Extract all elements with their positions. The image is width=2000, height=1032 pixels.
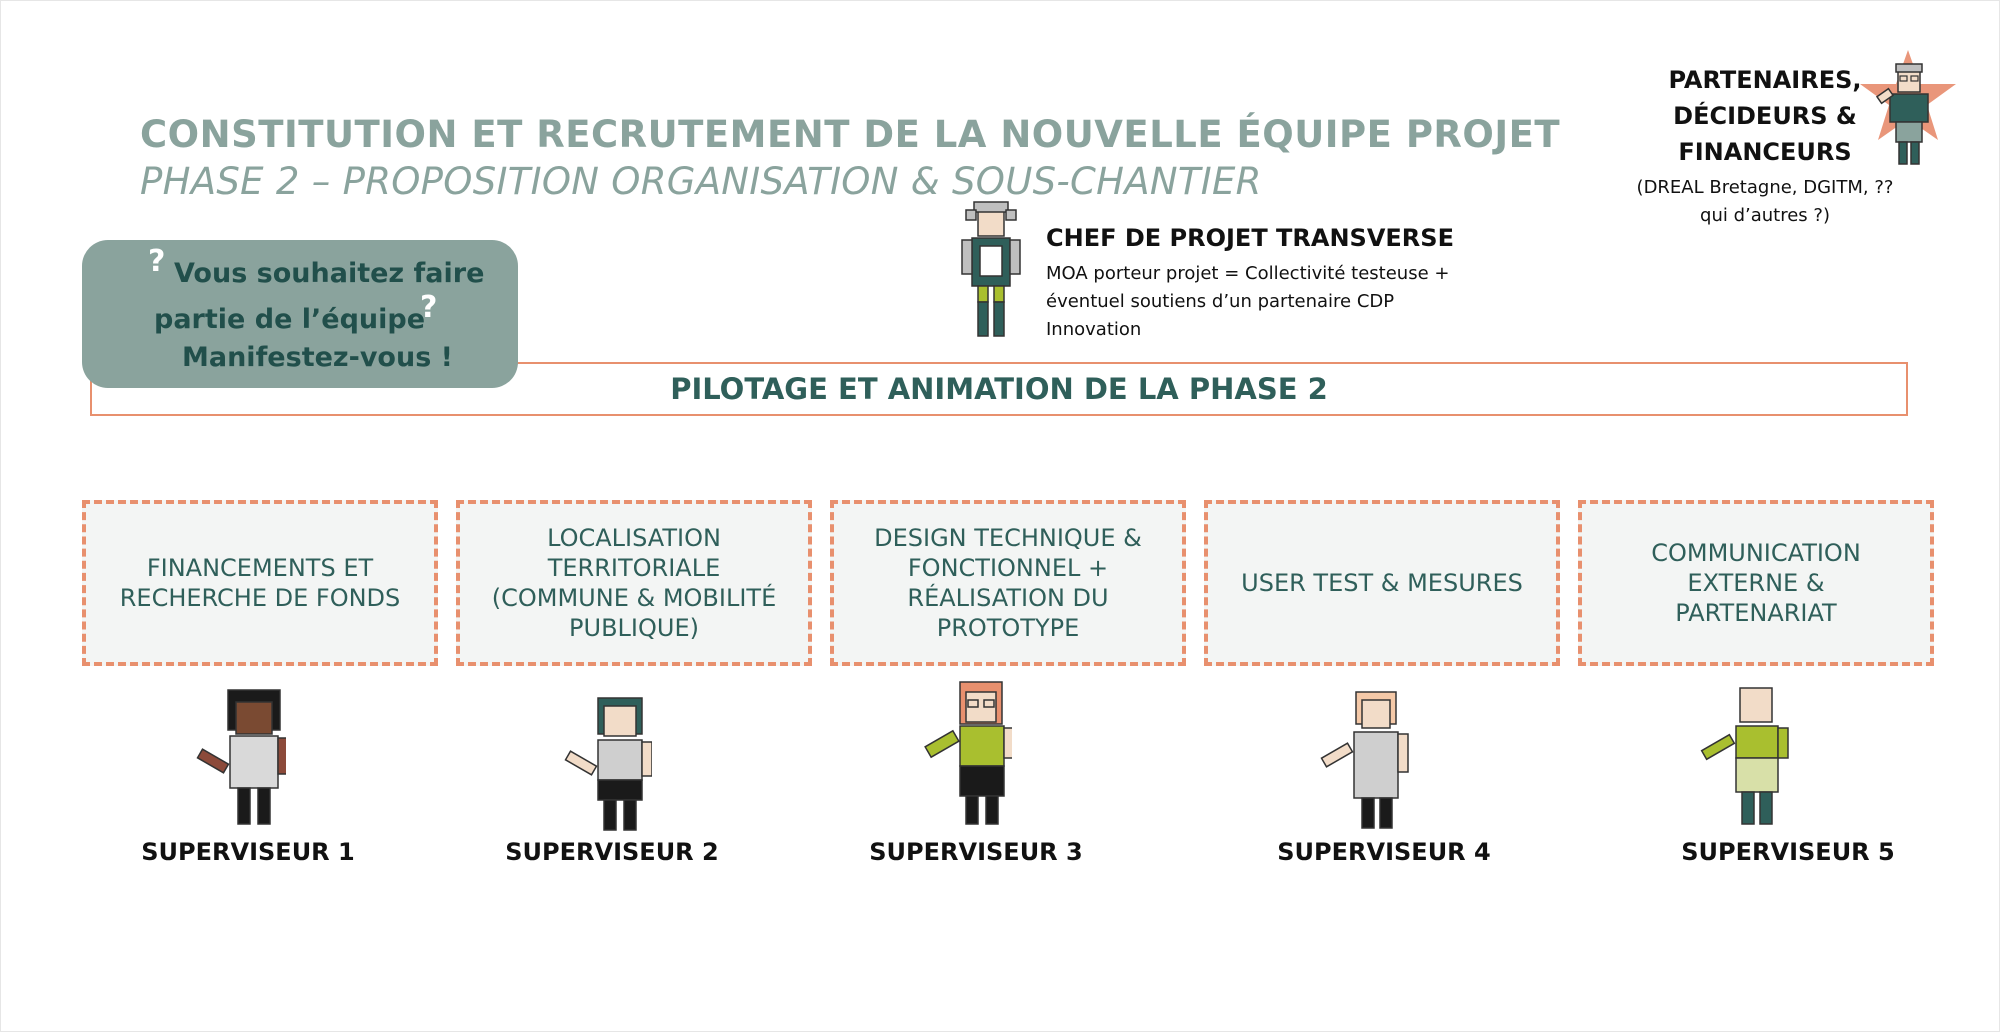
callout-line: partie de l’équipe <box>154 304 425 335</box>
page-title: CONSTITUTION ET RECRUTEMENT DE LA NOUVEL… <box>140 113 1560 156</box>
chef-desc-line: éventuel soutiens d’un partenaire CDP <box>1046 288 1496 316</box>
subproject-label: FINANCEMENTS ET RECHERCHE DE FONDS <box>120 553 401 613</box>
supervisor-1-label: SUPERVISEUR 1 <box>118 838 378 866</box>
supervisor-3-figure-icon <box>922 680 1012 826</box>
question-mark-icon: ? <box>148 244 165 279</box>
subproject-label: USER TEST & MESURES <box>1241 568 1523 598</box>
subproject-box-communication: COMMUNICATION EXTERNE & PARTENARIAT <box>1578 500 1934 666</box>
subproject-label: COMMUNICATION EXTERNE & PARTENARIAT <box>1651 538 1861 628</box>
supervisor-5-figure-icon <box>1700 686 1790 826</box>
chef-desc-line: Innovation <box>1046 316 1496 344</box>
subproject-label: LOCALISATION TERRITORIALE (COMMUNE & MOB… <box>492 523 777 643</box>
subproject-label: DESIGN TECHNIQUE & FONCTIONNEL + RÉALISA… <box>874 523 1142 643</box>
callout-line: Vous souhaitez faire <box>174 258 484 289</box>
chef-description: MOA porteur projet = Collectivité testeu… <box>1046 260 1496 344</box>
supervisor-2-label: SUPERVISEUR 2 <box>482 838 742 866</box>
subproject-box-financements: FINANCEMENTS ET RECHERCHE DE FONDS <box>82 500 438 666</box>
callout-line: Manifestez-vous ! <box>182 342 453 373</box>
subproject-box-design: DESIGN TECHNIQUE & FONCTIONNEL + RÉALISA… <box>830 500 1186 666</box>
supervisor-5-label: SUPERVISEUR 5 <box>1658 838 1918 866</box>
supervisor-4-figure-icon <box>1320 690 1410 830</box>
partners-subtitle-line: (DREAL Bretagne, DGITM, ?? <box>1600 174 1930 202</box>
supervisor-3-label: SUPERVISEUR 3 <box>846 838 1106 866</box>
supervisor-2-figure-icon <box>562 696 652 832</box>
chef-desc-line: MOA porteur projet = Collectivité testeu… <box>1046 260 1496 288</box>
subproject-box-user-test: USER TEST & MESURES <box>1204 500 1560 666</box>
subproject-box-localisation: LOCALISATION TERRITORIALE (COMMUNE & MOB… <box>456 500 812 666</box>
join-team-callout[interactable]: ? Vous souhaitez faire partie de l’équip… <box>82 240 518 388</box>
supervisor-4-label: SUPERVISEUR 4 <box>1254 838 1514 866</box>
partners-subtitle-line: qui d’autres ?) <box>1600 202 1930 230</box>
partner-figure-icon <box>1858 48 1958 168</box>
chef-title: CHEF DE PROJET TRANSVERSE <box>1046 224 1454 252</box>
page-subtitle: PHASE 2 – PROPOSITION ORGANISATION & SOU… <box>140 160 1262 203</box>
supervisor-1-figure-icon <box>196 688 286 828</box>
chef-figure-icon <box>956 200 1026 340</box>
question-mark-icon: ? <box>420 290 437 325</box>
